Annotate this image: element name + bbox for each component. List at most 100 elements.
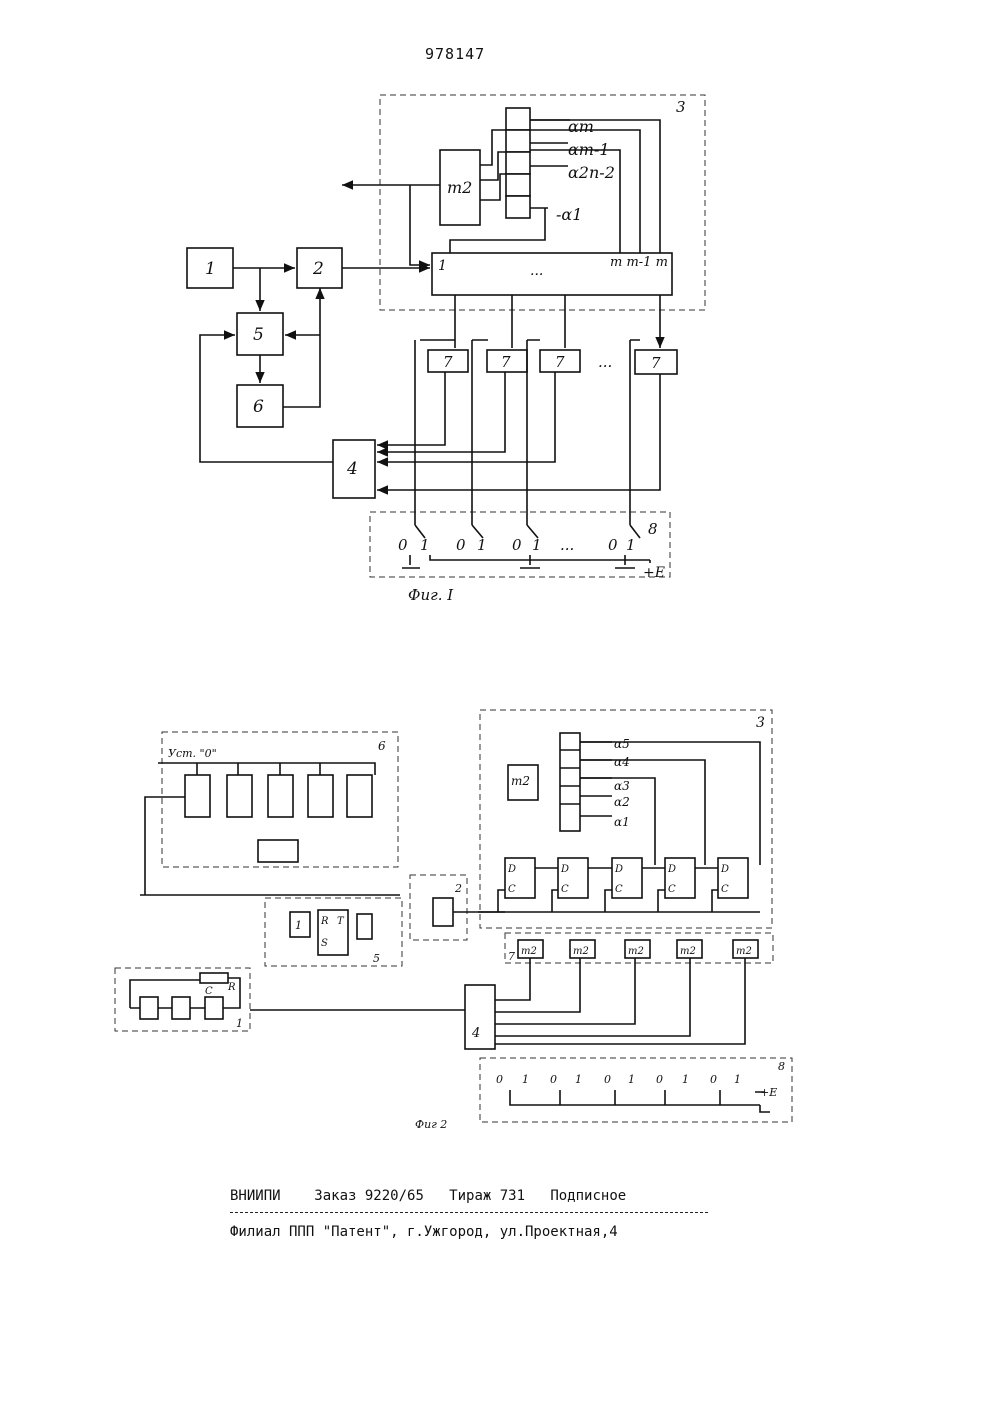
gen-resistor	[200, 973, 228, 983]
svg-text:C: C	[561, 884, 569, 895]
svg-text:1: 1	[532, 536, 542, 554]
alpha-1: -α1	[556, 205, 582, 224]
xor-label: m2	[447, 178, 472, 197]
block-6-and	[258, 840, 298, 862]
imprint-print-run: Тираж 731	[449, 1188, 525, 1204]
block-5-label: 5	[253, 325, 264, 345]
svg-text:0: 0	[512, 536, 522, 554]
gen-inverter	[205, 997, 223, 1019]
block-6-label: 6	[378, 739, 386, 753]
svg-text:C: C	[508, 884, 516, 895]
dots: ...	[598, 353, 612, 371]
switch-row: 0 1 0 1 0 1 ... 0 1	[398, 536, 636, 554]
gen-r-label: R	[227, 982, 236, 993]
imprint-order: Заказ 9220/65	[314, 1188, 424, 1204]
svg-text:C: C	[668, 884, 676, 895]
svg-text:D: D	[507, 864, 516, 875]
register-cell	[506, 152, 530, 174]
alpha-2n-2: α2n-2	[568, 163, 615, 182]
supply-label: +E	[643, 565, 665, 581]
alpha-4: α4	[614, 755, 630, 769]
register-cell	[506, 108, 530, 130]
reset-label: Уст. "0"	[168, 747, 217, 760]
block-5-label: 5	[373, 952, 380, 965]
fig1-caption: Фиг. I	[408, 586, 454, 604]
alpha-2: α2	[614, 795, 630, 809]
svg-text:m2: m2	[680, 946, 696, 957]
svg-text:C: C	[721, 884, 729, 895]
block-2-label: 2	[454, 882, 462, 895]
alpha-1: α1	[614, 815, 630, 829]
block-6-triggers	[185, 775, 372, 817]
svg-text:0: 0	[550, 1073, 557, 1086]
svg-text:1: 1	[477, 536, 487, 554]
figure-2: 3 m2 α5 α4 α3 α2 α1 D C D C D C D C D C	[115, 710, 792, 1131]
svg-text:1: 1	[734, 1073, 741, 1086]
svg-text:0: 0	[496, 1073, 503, 1086]
block-4-label: 4	[346, 459, 358, 479]
block-7-label: 7	[501, 353, 511, 371]
alpha-5: α5	[614, 737, 630, 751]
svg-text:S: S	[321, 938, 328, 949]
gen-inverter	[140, 997, 158, 1019]
gen-c-label: C	[205, 986, 213, 997]
svg-text:1: 1	[420, 536, 430, 554]
imprint-subscription: Подписное	[550, 1188, 626, 1204]
register-stack	[560, 733, 580, 831]
block-4-label: 4	[471, 1026, 480, 1041]
alpha-m: αm	[568, 117, 594, 136]
svg-text:0: 0	[604, 1073, 611, 1086]
xor-label: m2	[511, 774, 530, 788]
block-2-label: 2	[312, 259, 324, 279]
register-cell	[506, 130, 530, 152]
register-first: 1	[438, 258, 447, 274]
block-8-label: 8	[648, 520, 658, 538]
switch-row: 0 1 0 1 0 1 0 1 0 1	[496, 1073, 741, 1086]
block-7-label: 7	[443, 353, 453, 371]
block-5-output	[357, 914, 372, 939]
svg-text:1: 1	[575, 1073, 582, 1086]
block-1-label: 1	[205, 259, 216, 279]
block-5-element-label: 1	[295, 919, 302, 932]
imprint-org: ВНИИПИ	[230, 1188, 281, 1204]
svg-text:D: D	[560, 864, 569, 875]
svg-text:D: D	[614, 864, 623, 875]
svg-text:0: 0	[656, 1073, 663, 1086]
register-dots: ...	[530, 263, 543, 279]
register-last: m m-1 m	[610, 255, 668, 270]
figure-1: 3 m2 αm αm-1 α2n-2 -α1 1 ... m m-1 m 1 2…	[187, 95, 705, 604]
imprint-line-1: ВНИИПИ Заказ 9220/65 Тираж 731 Подписное	[230, 1188, 710, 1204]
svg-text:C: C	[615, 884, 623, 895]
svg-text:0: 0	[456, 536, 466, 554]
block-3-label: 3	[756, 715, 765, 731]
block-8-frame	[480, 1058, 792, 1122]
register-cell	[506, 196, 530, 218]
svg-text:1: 1	[682, 1073, 689, 1086]
imprint-divider	[230, 1212, 708, 1213]
svg-text:m2: m2	[521, 946, 537, 957]
block-3-label: 3	[676, 98, 686, 116]
alpha-m-1: αm-1	[568, 140, 610, 159]
imprint-branch: Филиал ППП "Патент", г.Ужгород, ул.Проек…	[230, 1224, 710, 1240]
svg-text:D: D	[720, 864, 729, 875]
register-cell	[506, 174, 530, 196]
svg-text:m2: m2	[736, 946, 752, 957]
svg-text:m2: m2	[573, 946, 589, 957]
block-7-label: 7	[555, 353, 565, 371]
gen-inverter	[172, 997, 190, 1019]
svg-text:...: ...	[560, 536, 574, 554]
block-7-label: 7	[651, 354, 661, 372]
svg-text:R: R	[320, 916, 329, 927]
block-1-label: 1	[236, 1017, 243, 1030]
svg-text:0: 0	[398, 536, 408, 554]
svg-text:1: 1	[626, 536, 636, 554]
block-7-xors: m2 m2 m2 m2 m2	[518, 940, 758, 958]
fig2-caption: Фиг 2	[415, 1118, 447, 1131]
svg-text:D: D	[667, 864, 676, 875]
block-2-element	[433, 898, 453, 926]
svg-text:1: 1	[522, 1073, 529, 1086]
alpha-3: α3	[614, 779, 630, 793]
block-8-label: 8	[778, 1060, 785, 1073]
svg-text:0: 0	[710, 1073, 717, 1086]
block-6-label: 6	[253, 397, 264, 417]
